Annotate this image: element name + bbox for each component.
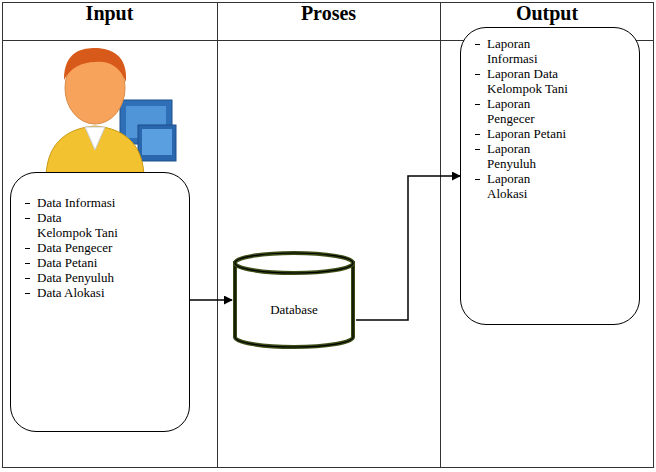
column-header: Proses [217,1,440,25]
item-text: Laporan Petani [487,126,566,141]
item-text: Laporan Pengecer [487,96,535,126]
list-item: Laporan Petani [487,126,573,141]
item-list: Laporan InformasiLaporan Data Kelompok T… [473,36,573,201]
node-label: Database [232,302,356,317]
flow-arrow [190,299,232,301]
bullet-dash [475,179,480,180]
item-text: Laporan Alokasi [487,171,530,201]
list-item: Laporan Data Kelompok Tani [487,66,573,96]
item-text: Data Kelompok Tani [37,210,118,240]
item-text: Data Penyuluh [37,270,114,285]
bullet-dash [475,134,480,135]
list-item: Data Petani [37,255,119,270]
list-item: Data Kelompok Tani [37,210,119,240]
input-box: Data InformasiData Kelompok TaniData Pen… [10,172,190,432]
bullet-dash [25,278,30,279]
database-cylinder: Database [232,250,356,350]
item-text: Laporan Informasi [487,36,538,66]
bullet-dash [25,248,30,249]
bullet-dash [25,293,30,294]
item-text: Data Informasi [37,195,115,210]
cylinder-outline [232,250,356,350]
list-item: Laporan Pengecer [487,96,573,126]
item-text: Laporan Penyuluh [487,141,536,171]
list-item: Laporan Alokasi [487,171,573,201]
list-item: Data Informasi [37,195,119,210]
list-item: Data Penyuluh [37,270,119,285]
flow-arrow [356,176,460,320]
bullet-dash [475,104,480,105]
list-item: Data Alokasi [37,285,119,300]
bullet-dash [475,74,480,75]
bullet-dash [25,218,30,219]
list-item: Data Pengecer [37,240,119,255]
output-box: Laporan InformasiLaporan Data Kelompok T… [460,27,640,325]
column-header: Input [2,1,217,25]
item-text: Data Petani [37,255,97,270]
list-item: Laporan Informasi [487,36,573,66]
bullet-dash [25,263,30,264]
item-text: Data Alokasi [37,285,105,300]
item-list: Data InformasiData Kelompok TaniData Pen… [23,195,119,300]
bullet-dash [25,203,30,204]
column-header: Output [440,1,654,25]
bullet-dash [475,149,480,150]
item-text: Data Pengecer [37,240,112,255]
item-text: Laporan Data Kelompok Tani [487,66,568,96]
list-item: Laporan Penyuluh [487,141,573,171]
bullet-dash [475,44,480,45]
